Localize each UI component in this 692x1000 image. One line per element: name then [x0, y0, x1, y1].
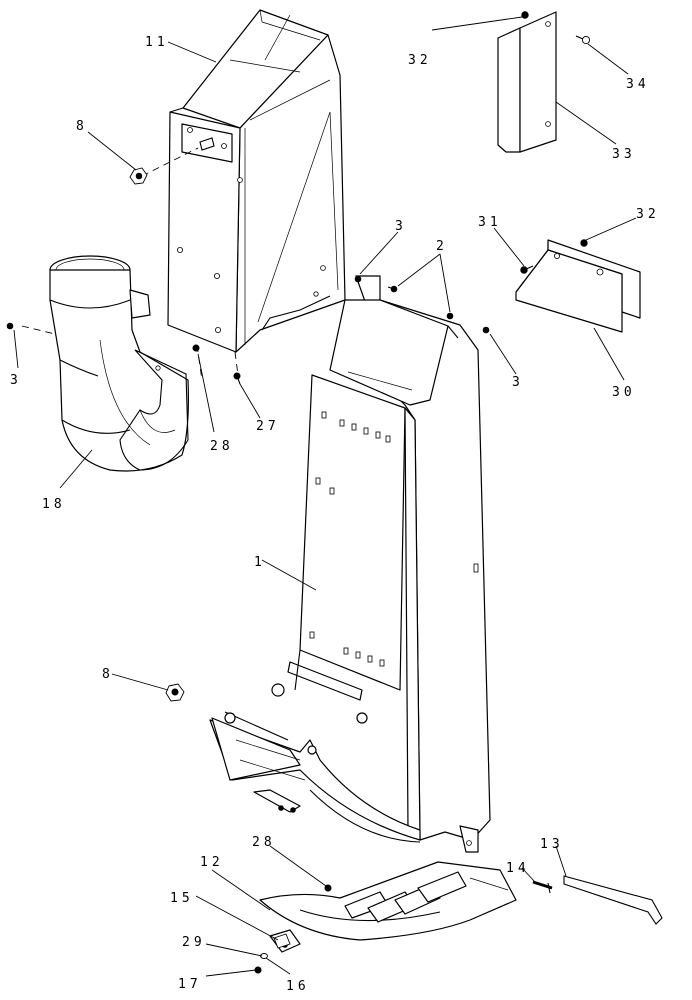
callout-18: 18 — [42, 497, 66, 512]
hardware-clip-15 — [273, 933, 291, 949]
hardware-nut-8-lower — [165, 683, 185, 702]
callout-8-upper: 8 — [76, 119, 88, 134]
callout-30: 30 — [612, 385, 636, 400]
part-12-lower-deflector — [259, 861, 517, 953]
callout-27: 27 — [256, 419, 280, 434]
callout-labels: 11 8 3 18 28 27 3 2 3 1 8 32 34 33 31 32… — [10, 35, 660, 994]
callout-32-top: 32 — [408, 53, 432, 68]
hardware-screw-34 — [575, 35, 591, 45]
callout-29: 29 — [182, 935, 206, 950]
part-1-main-chute — [209, 275, 491, 853]
callout-12: 12 — [200, 855, 224, 870]
part-30-bracket — [515, 239, 641, 333]
callout-2: 2 — [436, 239, 448, 254]
callout-34: 34 — [626, 77, 650, 92]
callout-1: 1 — [254, 555, 266, 570]
hardware-bolt-3-right — [482, 326, 490, 334]
hardware-screw-2-a — [387, 285, 398, 293]
hardware-screw-2-b — [446, 312, 454, 320]
callout-28-lower: 28 — [252, 835, 276, 850]
assembly-line-8-to-11 — [141, 147, 199, 177]
hardware-screw-31 — [520, 265, 534, 274]
part-33-plate — [497, 11, 557, 153]
callout-17: 17 — [178, 977, 202, 992]
part-11-upper-duct — [167, 9, 346, 353]
callout-13: 13 — [540, 837, 564, 852]
callout-33: 33 — [612, 147, 636, 162]
hardware-nut-28-lower — [324, 884, 332, 892]
leader-lines — [13, 16, 637, 977]
hardware-bolt-3-mid — [354, 275, 362, 283]
callout-3-left: 3 — [10, 373, 22, 388]
callout-16: 16 — [286, 979, 310, 994]
callout-32-right: 32 — [636, 207, 660, 222]
callout-3-mid: 3 — [395, 219, 407, 234]
hardware-bolt-27 — [233, 372, 241, 385]
callout-11: 11 — [145, 35, 169, 50]
hardware-nut-32-top — [521, 11, 529, 19]
hardware-nut-32-right — [580, 239, 588, 247]
hardware-nut-28-upper — [192, 344, 200, 352]
callout-15: 15 — [170, 891, 194, 906]
callout-8-lower: 8 — [102, 667, 114, 682]
callout-14: 14 — [506, 861, 530, 876]
hardware-nut-8-upper — [129, 167, 148, 185]
callout-3-right: 3 — [512, 375, 524, 390]
part-13-rod — [563, 875, 663, 925]
part-18-elbow-duct — [49, 255, 189, 472]
assembly-line-27-to-11 — [234, 351, 239, 376]
callout-31: 31 — [478, 215, 502, 230]
hardware-bolt-3-left — [6, 322, 14, 330]
part-14-pin — [532, 880, 553, 894]
callout-28-upper: 28 — [210, 439, 234, 454]
